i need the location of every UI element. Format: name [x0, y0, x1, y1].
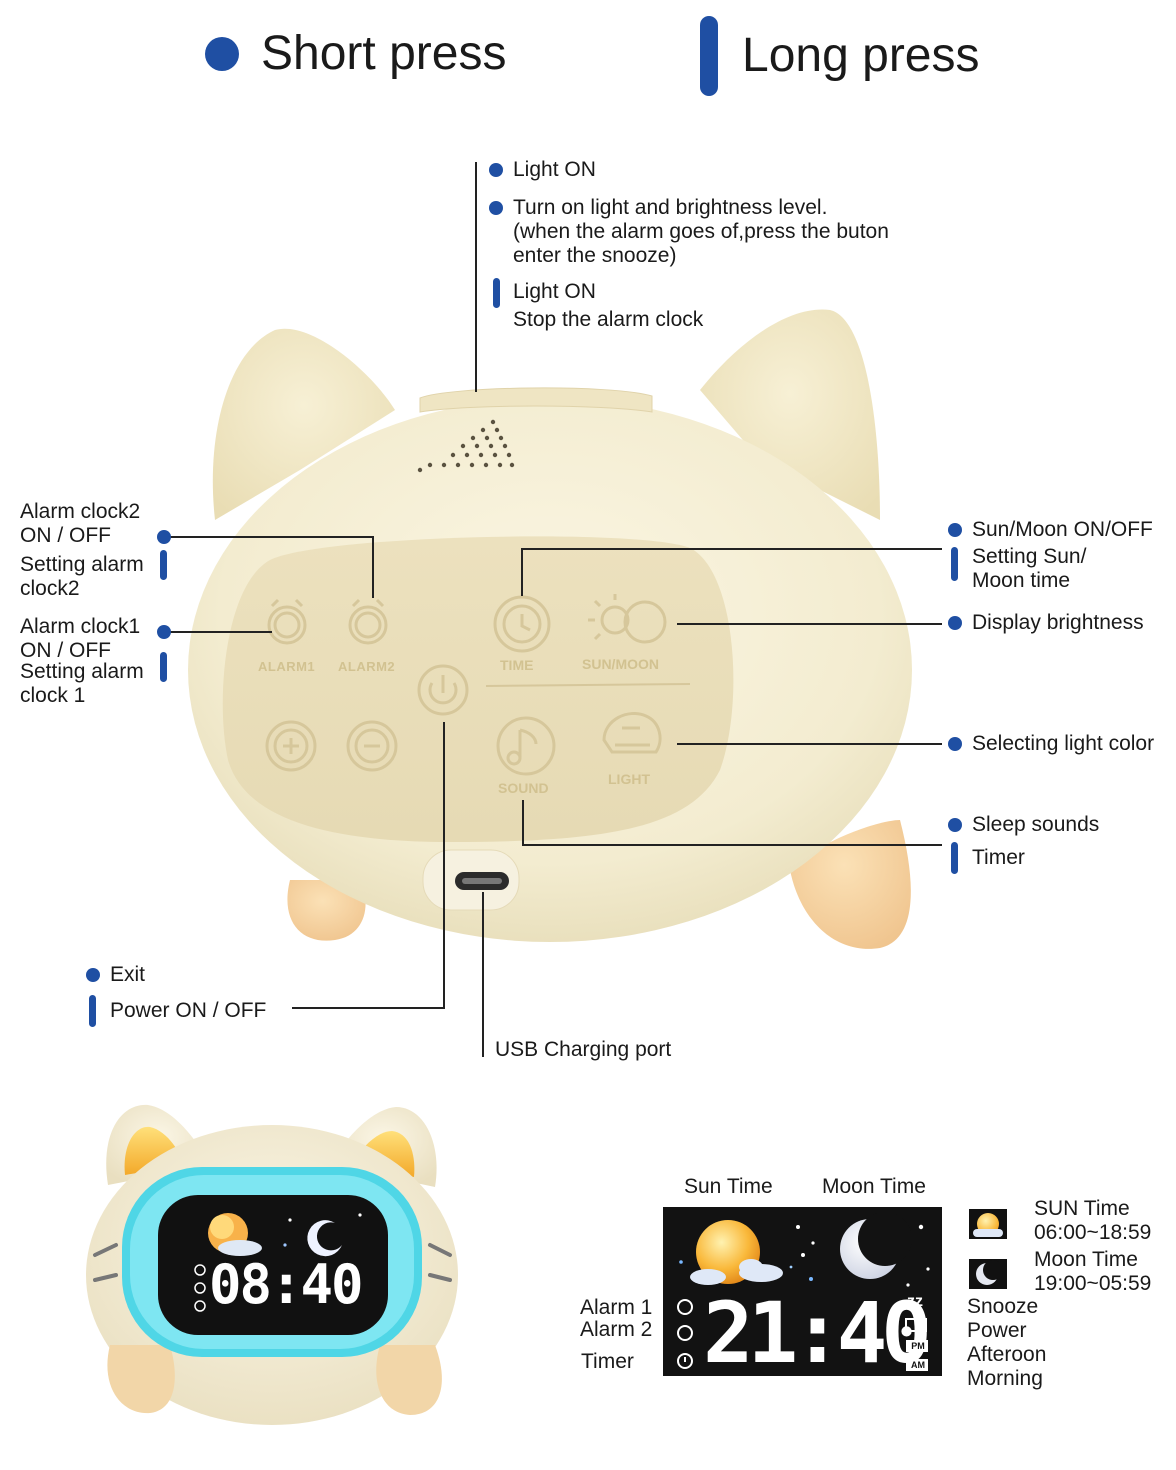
connector-alarm1-h — [164, 631, 272, 633]
long-press-title: Long press — [742, 29, 980, 82]
sleep-sounds-label: Sleep sounds — [948, 813, 1099, 837]
light-button[interactable] — [602, 712, 662, 754]
short-press-dot-icon — [948, 737, 962, 751]
sunmoon-button[interactable] — [588, 594, 667, 644]
connector-usb — [482, 892, 484, 1057]
short-press-dot-icon — [489, 163, 503, 177]
label-time: TIME — [500, 657, 534, 673]
short-press-dot-icon — [948, 616, 962, 630]
lcd-graphics — [677, 1212, 930, 1371]
indicator-legend: Snooze Power Afteroon Morning — [967, 1295, 1047, 1390]
clock-front-illustration — [86, 1104, 458, 1425]
long-press-bar-icon — [951, 547, 958, 581]
label-alarm1: ALARM1 — [258, 659, 316, 674]
short-press-dot-icon — [205, 37, 239, 71]
sun-time-label: Sun Time — [684, 1175, 773, 1198]
alarm1-icon — [677, 1299, 693, 1315]
time-button[interactable] — [493, 595, 551, 653]
connector-sunmoon-h — [522, 548, 942, 550]
connector-power-v — [443, 722, 445, 1008]
pm-indicator: PM — [911, 1341, 925, 1351]
alarm2-long-label: Setting alarm clock2 — [20, 553, 144, 600]
power-label: Power ON / OFF — [89, 995, 266, 1027]
small-clock-time: 08:40 — [209, 1253, 364, 1316]
lcd-time: 21:40 — [703, 1284, 932, 1382]
battery-icon — [905, 1318, 927, 1332]
exit-label: Exit — [86, 963, 145, 987]
device-ears — [212, 309, 880, 520]
legend-long-press: Long press — [700, 16, 980, 96]
top-short-1: Light ON — [489, 158, 596, 182]
connector-sound-h — [522, 844, 942, 846]
connector-power-h — [292, 1007, 445, 1009]
connector-alarm2-h — [164, 536, 373, 538]
stars-icon — [679, 1224, 930, 1287]
timer-display-label: Timer — [581, 1350, 634, 1373]
plus-button[interactable] — [265, 720, 317, 772]
label-light: LIGHT — [608, 771, 650, 787]
alarm2-label: Alarm 2 — [580, 1318, 653, 1341]
connector-sunmoon-v — [521, 548, 523, 596]
short-press-dot-icon — [948, 523, 962, 537]
light-color-label: Selecting light color — [948, 732, 1154, 756]
alarm1-long-label: Setting alarm clock 1 — [20, 660, 144, 707]
top-short-2: Turn on light and brightness level. (whe… — [489, 196, 889, 268]
alarm1-short-label: Alarm clock1 ON / OFF — [20, 615, 141, 662]
alarm2-icon — [677, 1325, 693, 1341]
moon-time-label: Moon Time — [822, 1175, 926, 1198]
brightness-label: Display brightness — [948, 611, 1144, 635]
sun-icon — [690, 1220, 783, 1285]
alarm1-button[interactable] — [267, 598, 307, 645]
legend-short-press: Short press — [205, 24, 506, 84]
connector-brightness — [677, 623, 942, 625]
moon-icon — [840, 1212, 912, 1279]
alarm2-button[interactable] — [348, 598, 388, 645]
moon-time-legend: Moon Time 19:00~05:59 — [1034, 1248, 1152, 1295]
connector-alarm2-v — [372, 536, 374, 598]
alarm1-label: Alarm 1 — [580, 1296, 653, 1319]
top-light-button[interactable] — [419, 387, 653, 413]
snooze-indicator: zz — [907, 1293, 923, 1310]
short-press-dot-icon — [86, 968, 100, 982]
short-press-dot-icon — [157, 530, 171, 544]
label-sound: SOUND — [498, 780, 549, 796]
moon-time-legend-swatch — [969, 1259, 1007, 1289]
connector-light-color — [677, 743, 942, 745]
short-press-dot-icon — [948, 818, 962, 832]
lcd-display: 21:40 zz PM AM — [663, 1207, 942, 1382]
long-press-bar-icon — [160, 652, 167, 682]
long-press-bar-icon — [160, 550, 167, 580]
short-press-title: Short press — [261, 27, 507, 80]
connector-top — [475, 162, 477, 392]
am-indicator: AM — [911, 1360, 925, 1370]
timer-icon — [677, 1353, 693, 1369]
power-button[interactable] — [417, 664, 469, 716]
minus-button[interactable] — [346, 720, 398, 772]
usb-port — [422, 849, 520, 911]
control-panel — [222, 536, 734, 842]
long-press-bar-icon — [951, 842, 958, 874]
connector-sound-v — [522, 800, 524, 845]
sound-button[interactable] — [496, 716, 556, 776]
usb-label: USB Charging port — [495, 1038, 672, 1061]
long-press-bar-icon — [89, 995, 96, 1027]
sunmoon-short-label: Sun/Moon ON/OFF — [948, 518, 1153, 542]
label-alarm2: ALARM2 — [338, 659, 396, 674]
sun-time-legend: SUN Time 06:00~18:59 — [1034, 1197, 1152, 1244]
sun-time-legend-swatch — [969, 1209, 1007, 1239]
long-press-bar-icon — [493, 278, 500, 308]
device-feet — [287, 820, 911, 949]
alarm2-short-label: Alarm clock2 ON / OFF — [20, 500, 141, 547]
long-press-bar-icon — [700, 16, 718, 96]
short-press-dot-icon — [489, 201, 503, 215]
timer-label: Timer — [951, 842, 1025, 874]
top-long: Light ON Stop the alarm clock — [493, 278, 703, 334]
speaker-grille — [417, 419, 515, 473]
sunmoon-long-label: Setting Sun/ Moon time — [951, 545, 1086, 593]
short-press-dot-icon — [157, 625, 171, 639]
label-sunmoon: SUN/MOON — [582, 656, 659, 672]
